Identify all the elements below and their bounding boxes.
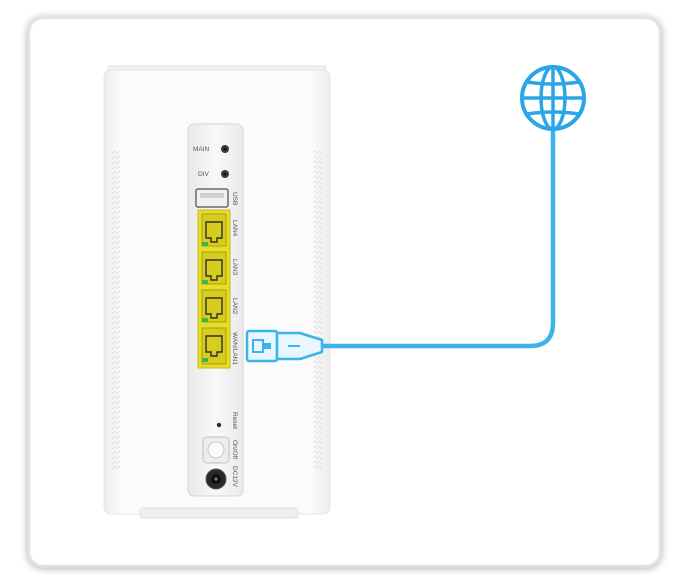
power-label: DC12V (231, 466, 238, 488)
main-antenna-pin (223, 147, 227, 151)
power-button-cap (207, 441, 225, 459)
lan3-label: LAN3 (231, 259, 238, 276)
dc-power-jack-pin (214, 477, 218, 481)
wan-lan1-led (202, 358, 208, 362)
router-left-vents (112, 150, 120, 470)
router-device: MAIN DIV USB LAN4 LAN3 LAN2 (103, 65, 331, 519)
router-base (139, 507, 299, 519)
ethernet-port-lan2 (201, 289, 227, 323)
reset-pinhole (216, 422, 222, 428)
reset-label: Reset (231, 412, 238, 429)
on-off-label: On/Off (231, 440, 238, 459)
usb-label: USB (231, 192, 238, 205)
ethernet-cable-plug (245, 329, 324, 363)
wan-lan1-label: WAN/LAN1 (231, 332, 238, 365)
ethernet-port-lan3 (201, 251, 227, 285)
div-antenna-pin (223, 172, 227, 176)
lan2-label: LAN2 (231, 298, 238, 315)
internet-globe-icon (520, 65, 586, 131)
lan4-led (202, 242, 208, 246)
ethernet-port-wan-lan1 (201, 327, 227, 365)
lan3-led (202, 280, 208, 284)
div-antenna-label: DIV (198, 171, 210, 178)
lan4-label: LAN4 (231, 220, 238, 237)
ethernet-cable (319, 127, 556, 349)
ethernet-port-lan4 (201, 213, 227, 247)
router-right-vents (314, 150, 322, 470)
main-antenna-label: MAIN (193, 146, 210, 153)
lan2-led (202, 318, 208, 322)
usb-port-tongue (200, 193, 224, 198)
